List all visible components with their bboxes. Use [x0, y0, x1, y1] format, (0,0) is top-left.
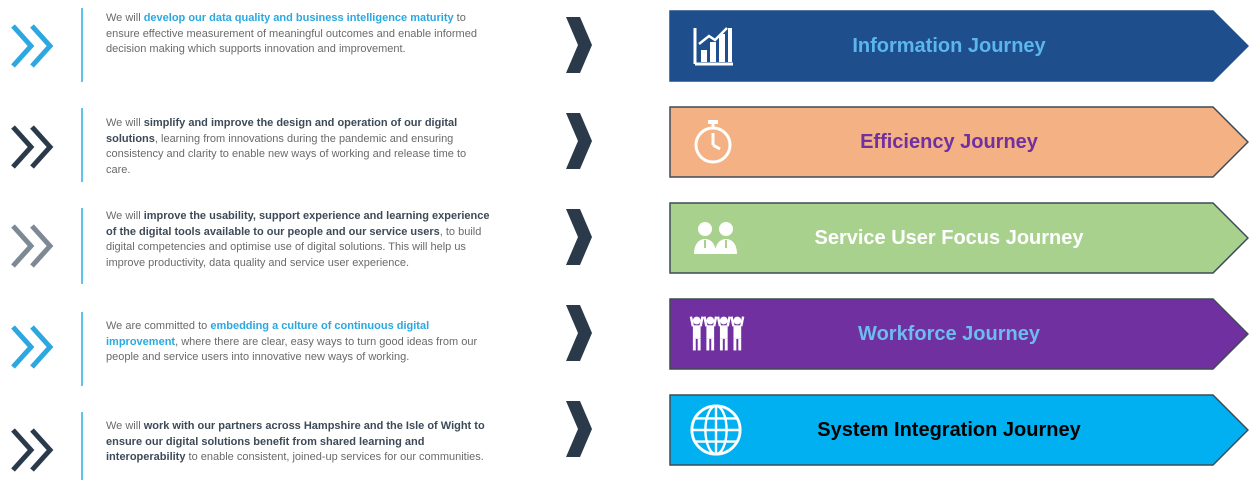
journey-arrow: Efficiency Journey	[669, 106, 1249, 178]
divider	[81, 412, 83, 480]
divider	[81, 312, 83, 386]
double-chevron-icon	[11, 224, 54, 268]
divider	[81, 8, 83, 82]
row-description: We will improve the usability, support e…	[106, 210, 490, 269]
chevron-right-icon	[566, 305, 592, 361]
double-chevron-icon	[11, 125, 54, 169]
journey-row: We will develop our data quality and bus…	[0, 0, 1249, 96]
journey-row: We are committed to embedding a culture …	[0, 288, 1249, 386]
journey-row: We will improve the usability, support e…	[0, 192, 1249, 288]
divider	[81, 108, 83, 182]
double-chevron-icon	[11, 325, 54, 369]
journey-arrow: Information Journey	[669, 10, 1249, 82]
double-chevron-icon	[11, 24, 54, 68]
row-description: We are committed to embedding a culture …	[106, 320, 478, 363]
journey-label: Workforce Journey	[858, 322, 1040, 345]
chevron-right-icon	[566, 401, 592, 457]
description-highlight: embedding a culture of continuous digita…	[106, 320, 430, 348]
divider	[81, 208, 83, 284]
people-icon	[694, 222, 737, 254]
journey-row: We will simplify and improve the design …	[0, 96, 1249, 192]
journey-label: Efficiency Journey	[860, 130, 1038, 153]
journey-label: System Integration Journey	[817, 418, 1081, 441]
description-highlight: work with our partners across Hampshire …	[106, 420, 485, 463]
description-highlight: improve the usability, support experienc…	[106, 210, 490, 238]
journey-arrow: Workforce Journey	[669, 298, 1249, 370]
row-description: We will simplify and improve the design …	[106, 117, 467, 176]
journey-arrow: System Integration Journey	[669, 394, 1249, 466]
double-chevron-icon	[11, 428, 54, 472]
chevron-right-icon	[566, 209, 592, 265]
chevron-right-icon	[566, 113, 592, 169]
journey-row: We will work with our partners across Ha…	[0, 384, 1249, 480]
journey-label: Information Journey	[852, 34, 1046, 57]
journey-arrow: Service User Focus Journey	[669, 202, 1249, 274]
journey-label: Service User Focus Journey	[814, 226, 1084, 249]
globe-icon	[690, 404, 742, 456]
stopwatch-icon	[694, 120, 732, 164]
description-highlight: develop our data quality and business in…	[143, 12, 454, 24]
description-highlight: simplify and improve the design and oper…	[106, 117, 458, 145]
row-description: We will develop our data quality and bus…	[106, 12, 477, 55]
chevron-right-icon	[566, 17, 592, 73]
row-description: We will work with our partners across Ha…	[106, 420, 485, 463]
bar-chart-icon	[693, 27, 733, 66]
team-icon	[689, 316, 745, 351]
